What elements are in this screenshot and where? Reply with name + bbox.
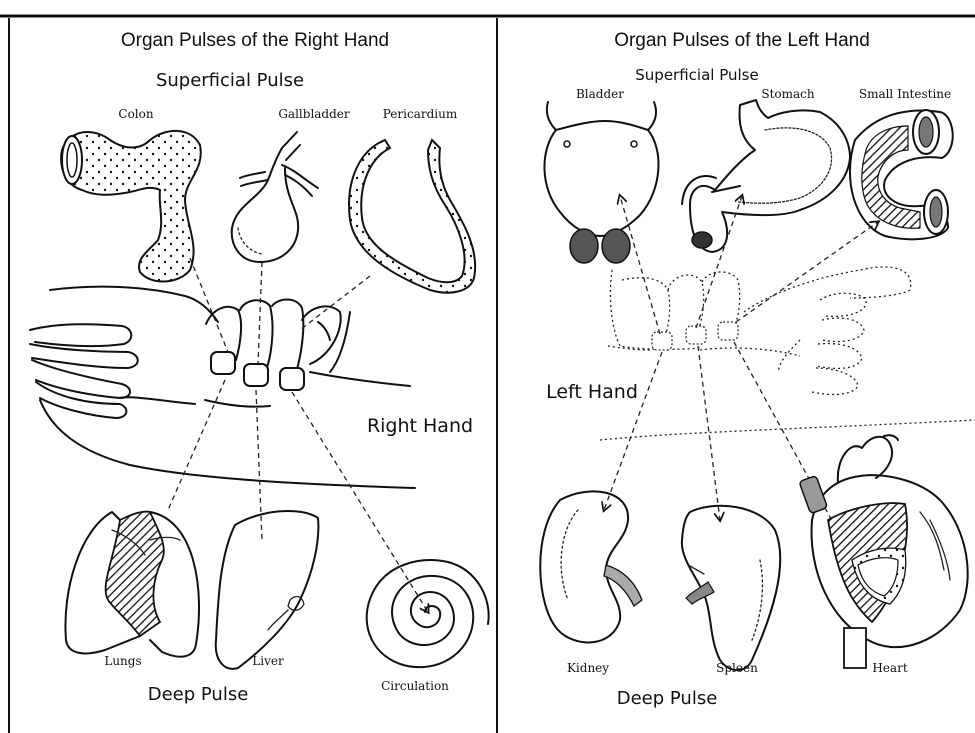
circulation-label: Circulation: [381, 679, 449, 693]
circulation-illustration: [367, 560, 489, 667]
left-hand-label: Left Hand: [546, 381, 638, 403]
kidney-illustration: [540, 491, 642, 642]
lungs-illustration: [65, 512, 199, 657]
liver-illustration: [216, 511, 319, 669]
left-panel: Organ Pulses of the Left Hand Superficia…: [540, 30, 975, 709]
pericardium-illustration: [349, 140, 475, 293]
right-deep-label: Deep Pulse: [148, 684, 249, 705]
pericardium-label: Pericardium: [383, 107, 458, 121]
right-superficial-label: Superficial Pulse: [156, 70, 304, 91]
liver-label: Liver: [252, 654, 284, 668]
lungs-label: Lungs: [104, 654, 141, 668]
gallbladder-label: Gallbladder: [278, 107, 350, 121]
left-deep-label: Deep Pulse: [617, 688, 718, 709]
stomach-label: Stomach: [761, 87, 815, 101]
stomach-illustration: [682, 100, 850, 252]
colon-illustration: [61, 131, 201, 282]
spleen-label: Spleen: [716, 661, 758, 675]
left-hand-illustration: [600, 267, 975, 440]
small-intestine-label: Small Intestine: [859, 87, 951, 101]
spleen-illustration: [682, 506, 780, 670]
left-panel-title: Organ Pulses of the Left Hand: [614, 30, 870, 51]
right-hand-illustration: [30, 287, 415, 488]
left-superficial-label: Superficial Pulse: [635, 66, 758, 84]
bladder-illustration: [544, 102, 658, 263]
bladder-label: Bladder: [576, 87, 624, 101]
right-panel-title: Organ Pulses of the Right Hand: [121, 30, 389, 51]
heart-label: Heart: [872, 661, 907, 675]
gallbladder-illustration: [232, 132, 318, 262]
colon-label: Colon: [118, 107, 153, 121]
small-intestine-illustration: [850, 110, 953, 239]
heart-illustration: [799, 435, 968, 668]
right-hand-label: Right Hand: [367, 415, 473, 437]
kidney-label: Kidney: [567, 661, 609, 675]
right-panel: Organ Pulses of the Right Hand Superfici…: [30, 30, 489, 705]
